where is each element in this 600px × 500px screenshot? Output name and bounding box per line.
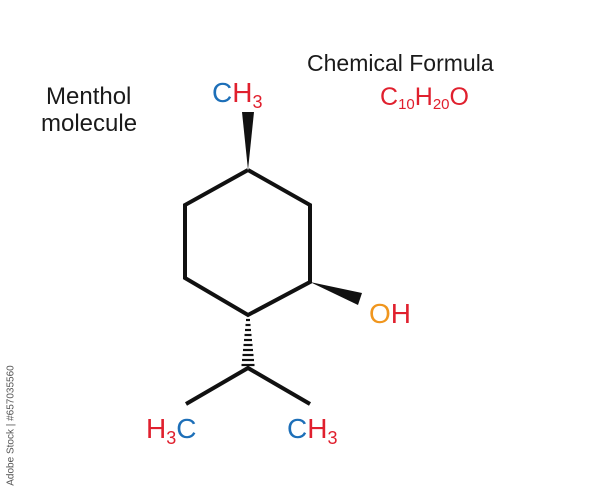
group-left-methyl: H3C: [146, 413, 197, 448]
hydrogen-count: 3: [252, 92, 263, 112]
watermark: Adobe Stock | #657035560: [2, 358, 20, 498]
atom-hydrogen: H: [307, 413, 328, 444]
hashed-bond-isopropyl: [241, 318, 255, 367]
group-hydroxyl: OH: [369, 300, 411, 328]
wedge-bond-hydroxyl: [310, 282, 362, 305]
atom-carbon: C: [212, 77, 233, 108]
isopropyl-bonds: [184, 365, 312, 406]
title-line-1: Menthol: [46, 83, 132, 110]
formula-oxygen: O: [449, 83, 469, 111]
formula-carbon-count: 10: [398, 96, 415, 113]
atom-oxygen: O: [369, 298, 391, 329]
atom-carbon: C: [176, 413, 197, 444]
group-right-methyl: CH3: [287, 413, 338, 448]
atom-hydrogen: H: [146, 413, 167, 444]
atom-carbon: C: [287, 413, 308, 444]
hydrogen-count: 3: [166, 428, 177, 448]
group-top-methyl: CH3: [212, 77, 263, 112]
formula-hydrogen: H: [414, 83, 433, 111]
wedge-bond-methyl: [242, 112, 254, 170]
atom-hydrogen: H: [390, 298, 412, 329]
formula-carbon: C: [380, 83, 399, 111]
formula-hydrogen-count: 20: [432, 96, 450, 113]
cyclohexane-ring: [183, 168, 312, 318]
watermark-text: Adobe Stock | #657035560: [5, 365, 17, 486]
formula-value: C10H20O: [380, 83, 469, 113]
title-line-2: molecule: [41, 110, 138, 137]
formula-label: Chemical Formula: [307, 50, 494, 76]
hydrogen-count: 3: [327, 428, 338, 448]
atom-hydrogen: H: [232, 77, 253, 108]
